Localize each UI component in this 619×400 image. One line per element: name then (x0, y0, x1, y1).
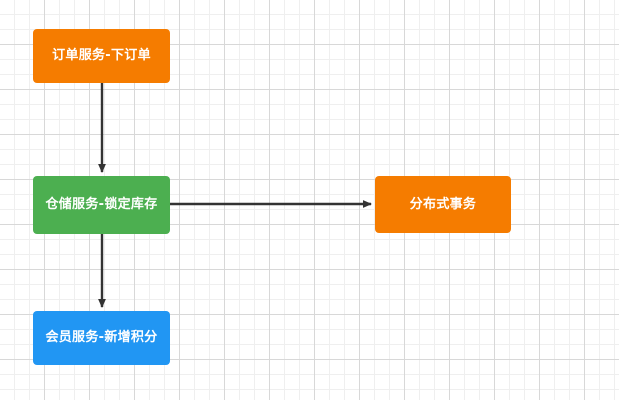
node-member-service-label: 会员服务-新增积分 (45, 330, 158, 346)
node-warehouse-service[interactable]: 仓储服务-锁定库存 (33, 176, 170, 234)
node-member-service[interactable]: 会员服务-新增积分 (33, 311, 170, 365)
node-order-service[interactable]: 订单服务-下订单 (33, 29, 170, 83)
node-distributed-transaction[interactable]: 分布式事务 (375, 176, 511, 233)
node-warehouse-service-label: 仓储服务-锁定库存 (45, 197, 158, 213)
node-distributed-transaction-label: 分布式事务 (409, 196, 477, 212)
node-order-service-label: 订单服务-下订单 (52, 48, 151, 64)
